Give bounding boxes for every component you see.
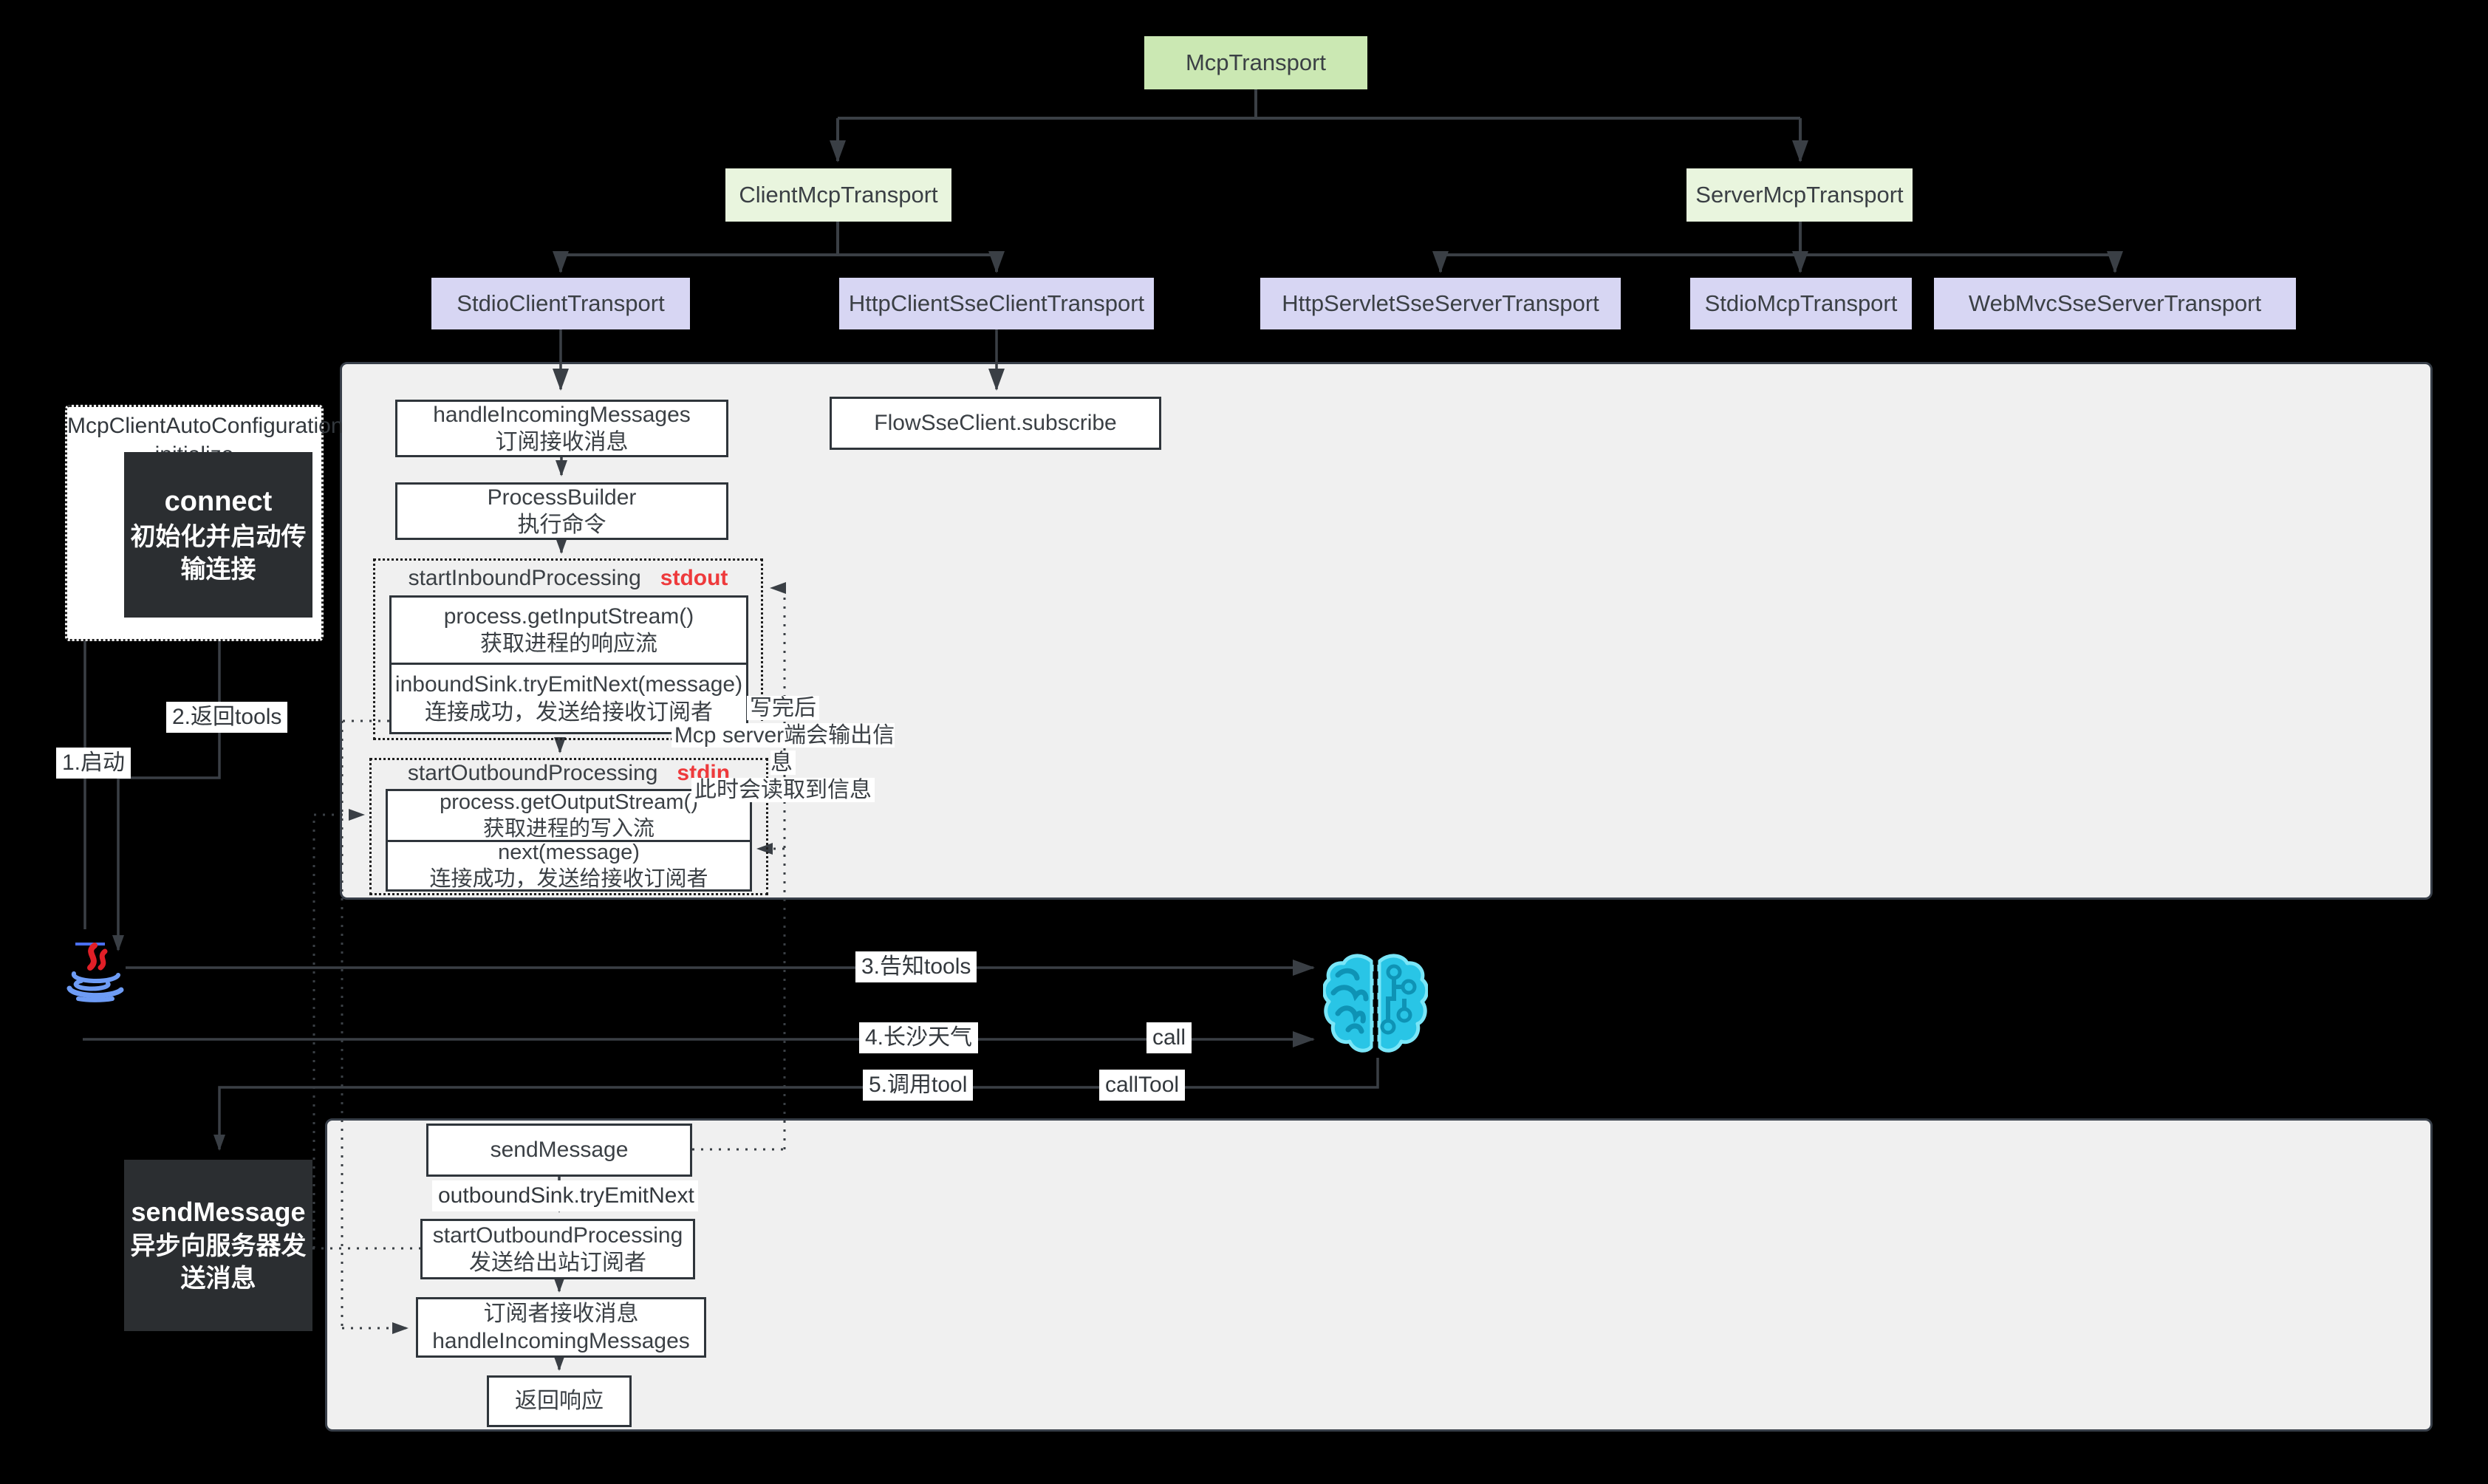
note-line3: 此时会读取到信息 — [691, 778, 875, 802]
box-line1: next(message) — [498, 840, 640, 864]
box-line1: handleIncomingMessages — [433, 402, 691, 427]
connect-title: connect — [164, 486, 273, 518]
node-stdio-client-transport: StdioClientTransport — [431, 278, 690, 329]
connect-desc-line1: 初始化并启动传 — [130, 522, 307, 551]
box-line1: process.getOutputStream() — [440, 790, 698, 814]
box-line2: 订阅接收消息 — [495, 430, 629, 454]
label-step3-inform-tools: 3.告知tools — [855, 951, 977, 982]
start-outbound-processing-box: startOutboundProcessing 发送给出站订阅者 — [420, 1219, 695, 1279]
node-label: ServerMcpTransport — [1695, 182, 1904, 208]
label-step1-start: 1.启动 — [56, 748, 131, 779]
box-line2: 执行命令 — [517, 513, 606, 537]
get-input-stream-box: process.getInputStream() 获取进程的响应流 — [389, 595, 748, 665]
node-label: StdioMcpTransport — [1704, 290, 1898, 316]
outbound-sink-label: outboundSink.tryEmitNext — [432, 1180, 698, 1211]
node-client-mcp-transport: ClientMcpTransport — [725, 168, 951, 222]
stdout-tag: stdout — [660, 566, 728, 590]
note-line1: 写完后 — [747, 696, 819, 720]
box-line1: ProcessBuilder — [487, 485, 637, 510]
note-line2: Mcp server端会输出信息 — [671, 723, 895, 775]
dark-box-line2: 送消息 — [180, 1265, 256, 1293]
box-line2: 发送给出站订阅者 — [469, 1251, 646, 1275]
node-label: HttpClientSseClientTransport — [848, 290, 1145, 316]
box-line1: process.getInputStream() — [443, 603, 694, 629]
box-line1: 返回响应 — [515, 1389, 604, 1414]
node-server-mcp-transport: ServerMcpTransport — [1686, 168, 1913, 222]
start-outbound-processing-title: startOutboundProcessing stdin — [369, 759, 768, 787]
node-http-servlet-sse-transport: HttpServletSseServerTransport — [1260, 278, 1621, 329]
inbound-sink-emit-box: inboundSink.tryEmitNext(message) 连接成功，发送… — [389, 663, 748, 734]
dark-box-line1: 异步向服务器发 — [130, 1232, 307, 1261]
connect-box: connect 初始化并启动传 输连接 — [124, 452, 312, 618]
start-inbound-processing-container — [373, 558, 763, 740]
box-line2: handleIncomingMessages — [432, 1329, 690, 1353]
auto-configuration-title-line1: McpClientAutoConfiguration — [67, 414, 344, 438]
node-label: McpTransport — [1185, 49, 1327, 75]
node-mcp-transport: McpTransport — [1144, 36, 1367, 89]
return-response-box: 返回响应 — [487, 1375, 632, 1427]
start-outbound-processing-container — [369, 758, 768, 895]
box-line2: 获取进程的写入流 — [482, 817, 655, 841]
box-line1: sendMessage — [490, 1138, 629, 1163]
label-step2-return-tools: 2.返回tools — [166, 702, 288, 733]
box-line2: 连接成功，发送给接收订阅者 — [425, 700, 713, 725]
node-stdio-mcp-transport: StdioMcpTransport — [1690, 278, 1912, 329]
node-http-client-sse-transport: HttpClientSseClientTransport — [839, 278, 1154, 329]
box-line2: 获取进程的响应流 — [480, 632, 657, 656]
node-label: StdioClientTransport — [457, 290, 665, 316]
container-title-text: startInboundProcessing — [408, 566, 641, 590]
label-call: call — [1146, 1022, 1192, 1053]
dark-box-title: sendMessage — [131, 1197, 306, 1228]
node-webmvc-sse-transport: WebMvcSseServerTransport — [1934, 278, 2296, 329]
subscriber-receive-box: 订阅者接收消息 handleIncomingMessages — [416, 1297, 706, 1358]
connect-desc-line2: 输连接 — [180, 555, 256, 584]
label-step5-invoke-tool: 5.调用tool — [863, 1070, 974, 1101]
container-title-text: startOutboundProcessing — [407, 761, 658, 785]
flow-sse-client-subscribe-box: FlowSseClient.subscribe — [830, 397, 1161, 450]
java-logo-icon — [66, 943, 124, 1002]
box-line1: inboundSink.tryEmitNext(message) — [394, 672, 743, 697]
ai-brain-icon — [1323, 954, 1428, 1053]
handle-incoming-messages-box: handleIncomingMessages 订阅接收消息 — [395, 400, 728, 457]
box-line1: FlowSseClient.subscribe — [874, 411, 1117, 436]
node-label: ClientMcpTransport — [739, 182, 938, 208]
box-line1: startOutboundProcessing — [432, 1223, 683, 1248]
process-builder-box: ProcessBuilder 执行命令 — [395, 482, 728, 540]
node-label: WebMvcSseServerTransport — [1968, 290, 2262, 316]
server-output-note: 写完后 Mcp server端会输出信息 此时会读取到信息 — [665, 694, 901, 804]
start-inbound-processing-title: startInboundProcessing stdout — [373, 563, 763, 594]
node-label: HttpServletSseServerTransport — [1282, 290, 1599, 316]
send-message-dark-box: sendMessage 异步向服务器发 送消息 — [124, 1160, 312, 1331]
next-message-box: next(message) 连接成功，发送给接收订阅者 — [386, 840, 752, 892]
box-line2: 连接成功，发送给接收订阅者 — [429, 867, 708, 891]
label-call-tool: callTool — [1099, 1070, 1186, 1101]
box-line1: 订阅者接收消息 — [483, 1301, 639, 1326]
send-message-box: sendMessage — [426, 1124, 692, 1177]
label-step4-changsha-weather: 4.长沙天气 — [859, 1022, 979, 1053]
